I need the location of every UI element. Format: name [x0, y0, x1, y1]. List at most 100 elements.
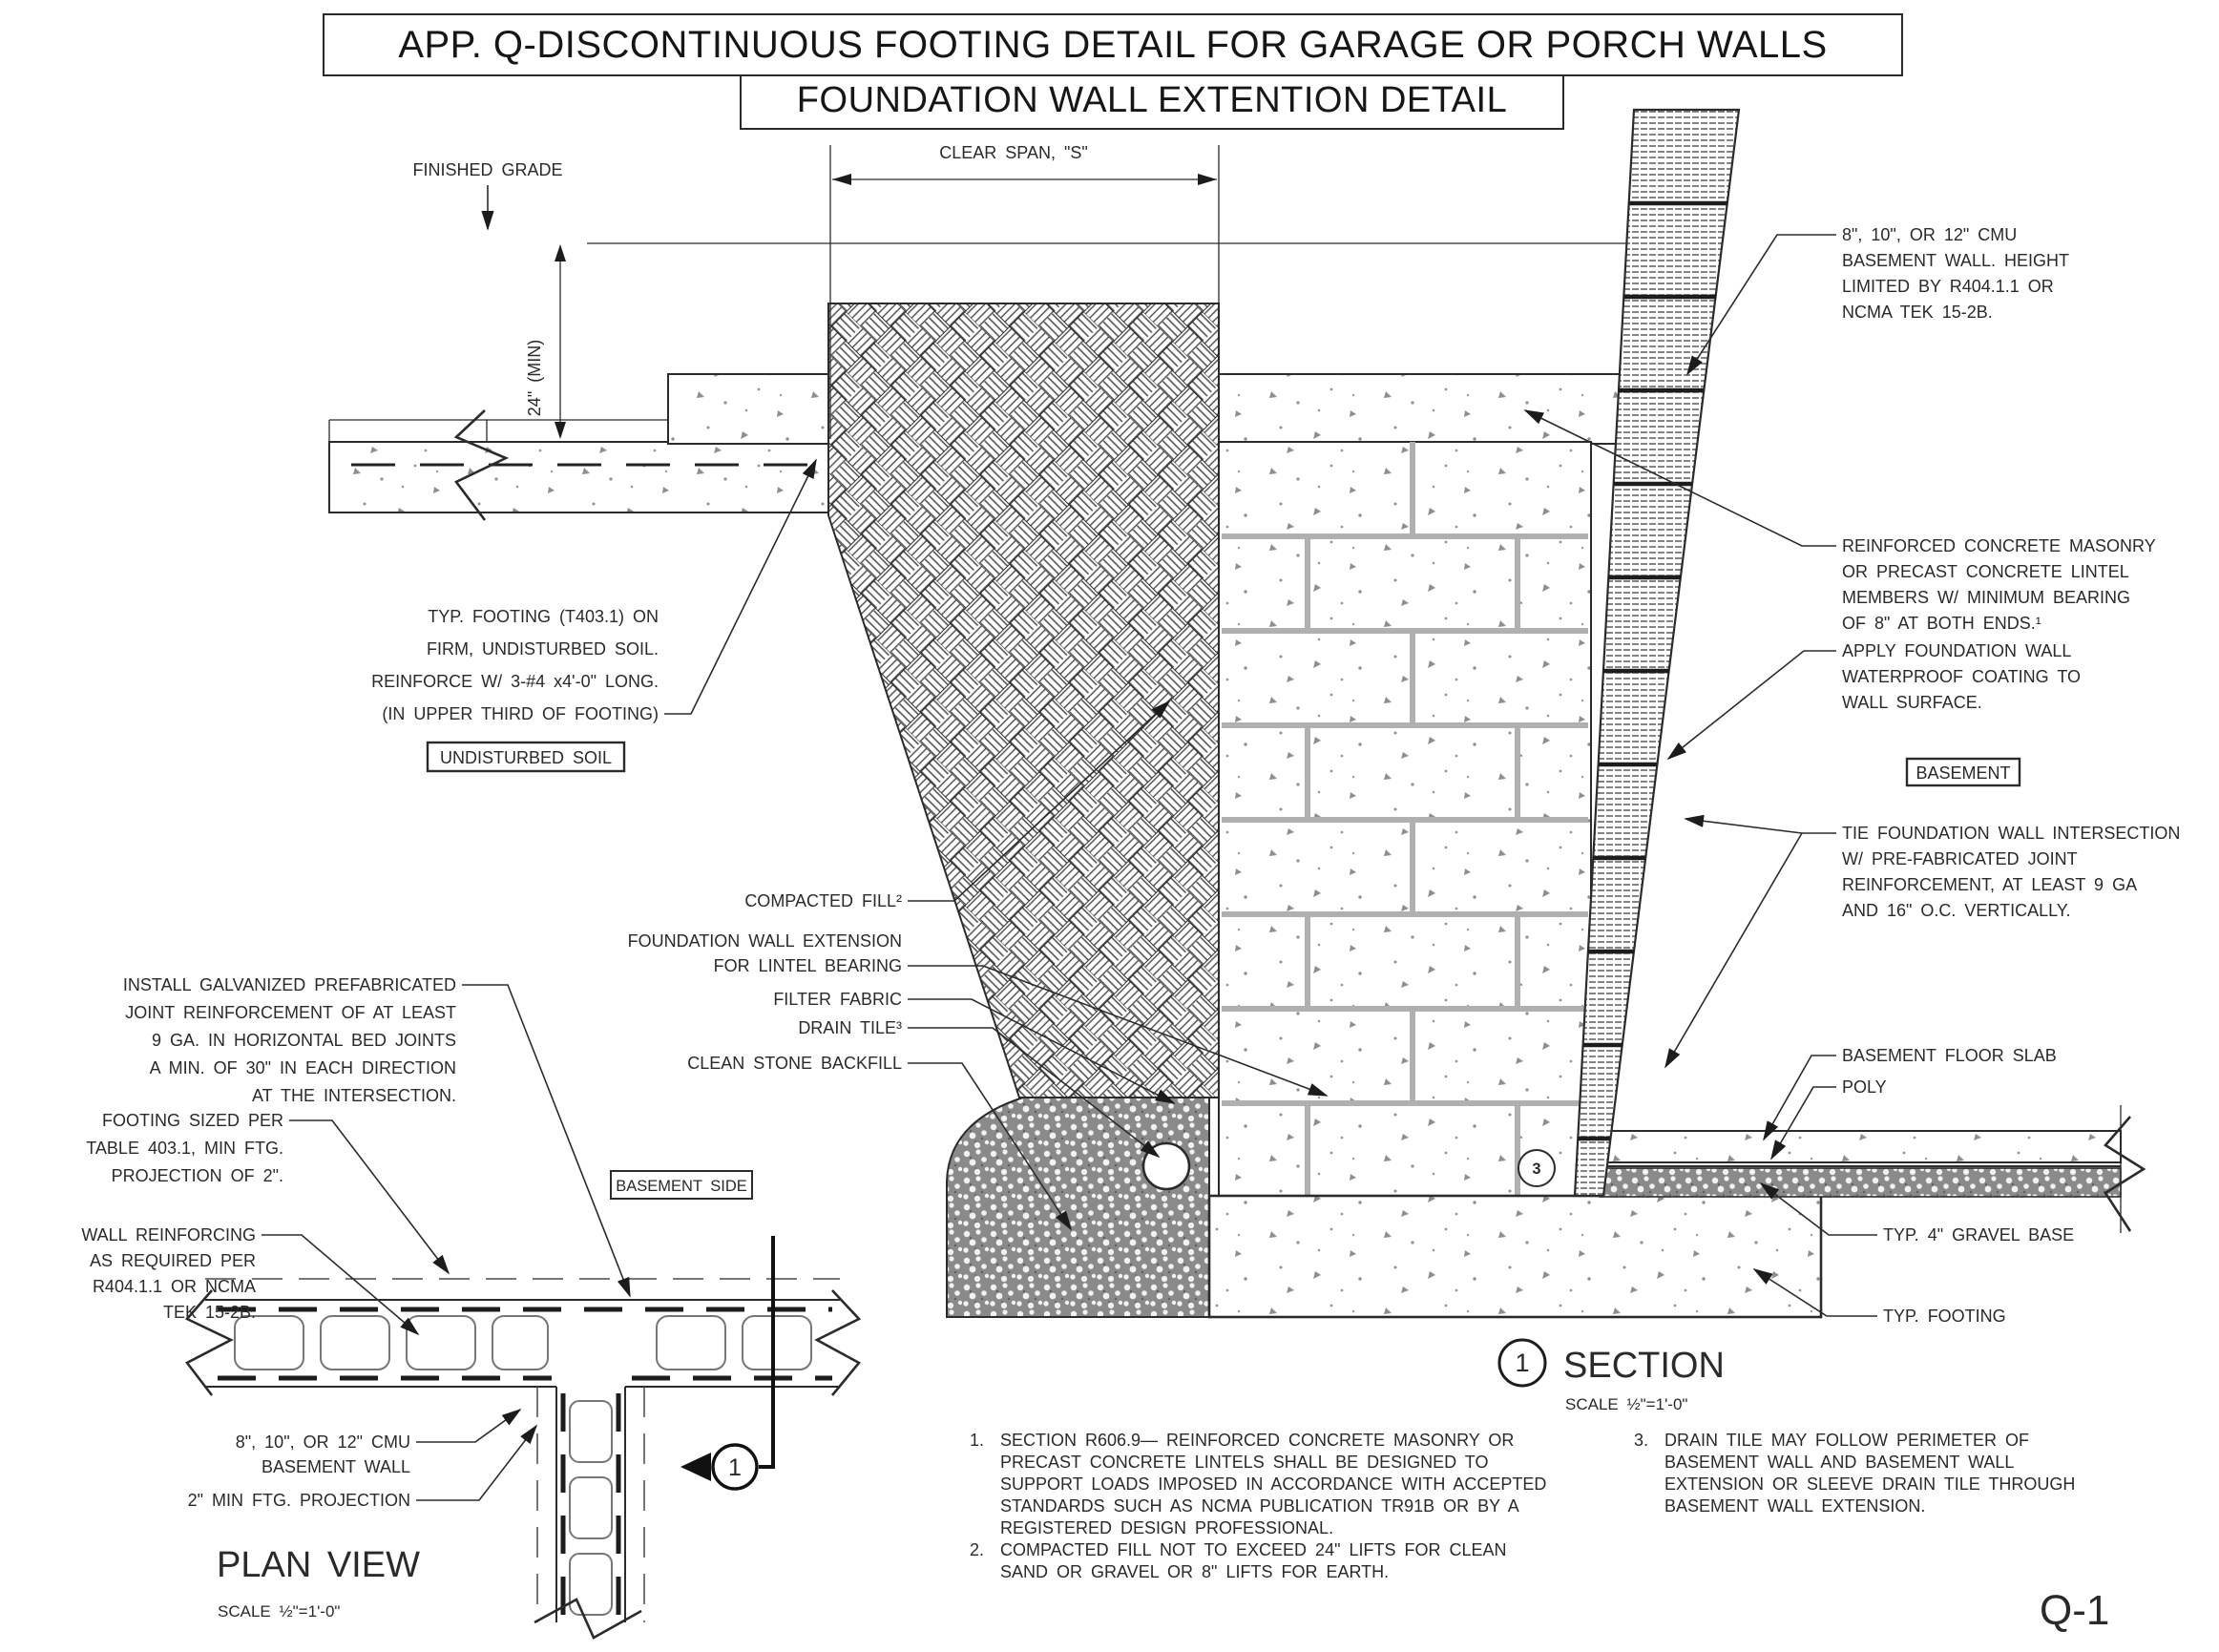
joint-reinf-note-line-4: A MIN. OF 30" IN EACH DIRECTION [150, 1058, 456, 1077]
drawing-title-text: APP. Q-DISCONTINUOUS FOOTING DETAIL FOR … [398, 23, 1828, 66]
section-marker-number: 1 [1515, 1349, 1529, 1377]
waterproof-note-line-3: WALL SURFACE. [1842, 693, 1982, 712]
filter-fabric-label: FILTER FABRIC [773, 990, 902, 1009]
plan-left-break [184, 1289, 234, 1396]
typ-footing-note-leader [664, 458, 817, 715]
section-view-title-block: 1 SECTION SCALE ½"=1'-0" [1497, 1338, 1725, 1413]
gravel-base-leader [1759, 1181, 1877, 1236]
floor-slab-leader [1763, 1055, 1836, 1141]
plan-wall-cells [234, 1315, 812, 1370]
waterproof-note-leader [1666, 650, 1836, 761]
undisturbed-soil-box [426, 741, 626, 773]
waterproof-note-line-2: WATERPROOF COATING TO [1842, 667, 2081, 686]
drain-tile-label: DRAIN TILE³ [798, 1018, 902, 1037]
basement-side-box [610, 1170, 753, 1200]
poly-leader [1770, 1086, 1836, 1161]
clear-span-dimension [829, 145, 1220, 439]
plan-note-cmu: 8", 10", OR 12" CMU BASEMENT WALL [236, 1408, 522, 1476]
basement-label: BASEMENT [1915, 763, 2010, 783]
waterproof-note-line-1: APPLY FOUNDATION WALL [1842, 641, 2071, 660]
plan-section-cut-marker: 1 [680, 1236, 775, 1491]
left-break-line [453, 409, 510, 521]
compacted-fill-leader [908, 700, 1171, 902]
section-view-title: SECTION [1563, 1346, 1725, 1386]
garage-slab-left [667, 373, 829, 445]
typ-footing-note-line-4: (IN UPPER THIRD OF FOOTING) [382, 704, 659, 723]
poly-label: POLY [1842, 1077, 1887, 1097]
gravel-base-hatch [1599, 1167, 2122, 1198]
wall-reinf-note-line-1: WALL REINFORCING [81, 1225, 256, 1244]
note-3-line-2: BASEMENT WALL AND BASEMENT WALL [1664, 1453, 2014, 1472]
cmu-wall-note-line-2: BASEMENT WALL. HEIGHT [1842, 251, 2069, 270]
right-note-cmu-wall: 8", 10", OR 12" CMU BASEMENT WALL. HEIGH… [1686, 225, 2069, 376]
section-view-scale: SCALE ½"=1'-0" [1565, 1395, 1687, 1413]
ftg-projection-label: 2" MIN FTG. PROJECTION [188, 1491, 410, 1510]
typ-footing-note-line-3: REINFORCE W/ 3-#4 x4'-0" LONG. [371, 672, 659, 691]
footing-size-note-line-3: PROJECTION OF 2". [112, 1166, 283, 1185]
basement-wall-cut [1573, 108, 1741, 1198]
clean-stone-label: CLEAN STONE BACKFILL [687, 1054, 902, 1073]
lintel-note-line-4: OF 8" AT BOTH ENDS.¹ [1842, 614, 2041, 633]
drain-tile-leader [908, 1027, 1161, 1159]
tie-note-line-2: W/ PRE-FABRICATED JOINT [1842, 849, 2078, 868]
plan-bottom-break [534, 1598, 642, 1640]
basement-floor-slab [1599, 1130, 2122, 1163]
drain-sleeve-marker-number: 3 [1532, 1161, 1540, 1178]
plan-view-title: PLAN VIEW [217, 1545, 420, 1585]
plan-cmu-note-line-1: 8", 10", OR 12" CMU [236, 1432, 410, 1452]
plan-cmu-leader [416, 1408, 522, 1443]
note-3-line-3: EXTENSION OR SLEEVE DRAIN TILE THROUGH [1664, 1474, 2075, 1494]
clean-stone-backfill-hatch [946, 1097, 1210, 1318]
right-note-tie: TIE FOUNDATION WALL INTERSECTION W/ PRE-… [1664, 814, 2180, 1069]
hidden-ftg-projection-lines [536, 1387, 645, 1622]
sheet-number: Q-1 [2040, 1587, 2109, 1634]
note-3-line-4: BASEMENT WALL EXTENSION. [1664, 1496, 1925, 1516]
wall-reinf-leader [262, 1234, 420, 1336]
plan-cut-arrow [680, 1453, 711, 1481]
typ-footing-note-line-1: TYP. FOOTING (T403.1) ON [428, 607, 659, 626]
joint-reinf-leader [462, 984, 631, 1298]
joint-reinf-note-line-2: JOINT REINFORCEMENT OF AT LEAST [125, 1003, 456, 1022]
wall-reinf-note-line-3: R404.1.1 OR NCMA [93, 1277, 256, 1296]
note-3-number: 3. [1634, 1431, 1648, 1450]
finished-grade-label: FINISHED GRADE [412, 160, 562, 179]
drawing-title: APP. Q-DISCONTINUOUS FOOTING DETAIL FOR … [323, 13, 1903, 76]
plan-cut-number: 1 [728, 1454, 742, 1481]
cmu-wall-extension-blocks [1218, 441, 1592, 1197]
plan-note-footing-size: FOOTING SIZED PER TABLE 403.1, MIN FTG. … [86, 1111, 450, 1275]
lintel-note-line-3: MEMBERS W/ MINIMUM BEARING [1842, 588, 2130, 607]
plan-view-drawing: 1 INSTALL GALVANIZED PREFABRICATED JOINT… [81, 975, 862, 1640]
compacted-fill-hatch [827, 303, 1220, 1098]
right-note-lintel: REINFORCED CONCRETE MASONRY OR PRECAST C… [1523, 409, 2156, 633]
tie-note-line-1: TIE FOUNDATION WALL INTERSECTION [1842, 824, 2180, 843]
wall-extension-label-line-1: FOUNDATION WALL EXTENSION [628, 931, 902, 951]
plan-note-wall-reinf: WALL REINFORCING AS REQUIRED PER R404.1.… [81, 1225, 420, 1336]
drawing-subtitle: FOUNDATION WALL EXTENTION DETAIL [740, 71, 1564, 130]
ftg-projection-leader [416, 1424, 538, 1501]
lintel-note-line-1: REINFORCED CONCRETE MASONRY [1842, 536, 2156, 555]
note-2-number: 2. [970, 1540, 984, 1559]
note-1-number: 1. [970, 1431, 984, 1450]
tie-note-leader-lower [1664, 832, 1803, 1069]
cmu-wall-note-leader [1686, 234, 1836, 376]
drawing-subtitle-text: FOUNDATION WALL EXTENTION DETAIL [796, 79, 1508, 120]
plan-wall-face-lines [205, 1299, 840, 1388]
clean-stone-leader [908, 1062, 1072, 1231]
basement-wall-footing [1207, 1194, 1823, 1319]
note-1-line-3: SUPPORT LOADS IMPOSED IN ACCORDANCE WITH… [1000, 1474, 1546, 1494]
cmu-wall-note-line-4: NCMA TEK 15-2B. [1842, 303, 1993, 322]
typ-footing-note: TYP. FOOTING (T403.1) ON FIRM, UNDISTURB… [371, 458, 817, 723]
plan-cross-wall-face-lines [555, 1387, 626, 1622]
note-2-line-2: SAND OR GRAVEL OR 8" LIFTS FOR EARTH. [1000, 1562, 1389, 1581]
wall-extension-leader [908, 965, 1329, 1097]
plan-cross-wall-cells [569, 1400, 613, 1616]
joint-reinforcement-dashes-horizontal [218, 1307, 832, 1381]
wall-reinf-note-line-2: AS REQUIRED PER [90, 1251, 256, 1270]
plan-note-ftg-projection: 2" MIN FTG. PROJECTION [188, 1424, 538, 1510]
wall-extension-label-line-2: FOR LINTEL BEARING [714, 956, 902, 975]
left-stem-lines [328, 419, 668, 442]
right-note-waterproof: APPLY FOUNDATION WALL WATERPROOF COATING… [1666, 641, 2081, 761]
note-1-line-4: STANDARDS SUCH AS NCMA PUBLICATION TR91B… [1000, 1496, 1519, 1516]
note-3-line-1: DRAIN TILE MAY FOLLOW PERIMETER OF [1664, 1431, 2029, 1450]
